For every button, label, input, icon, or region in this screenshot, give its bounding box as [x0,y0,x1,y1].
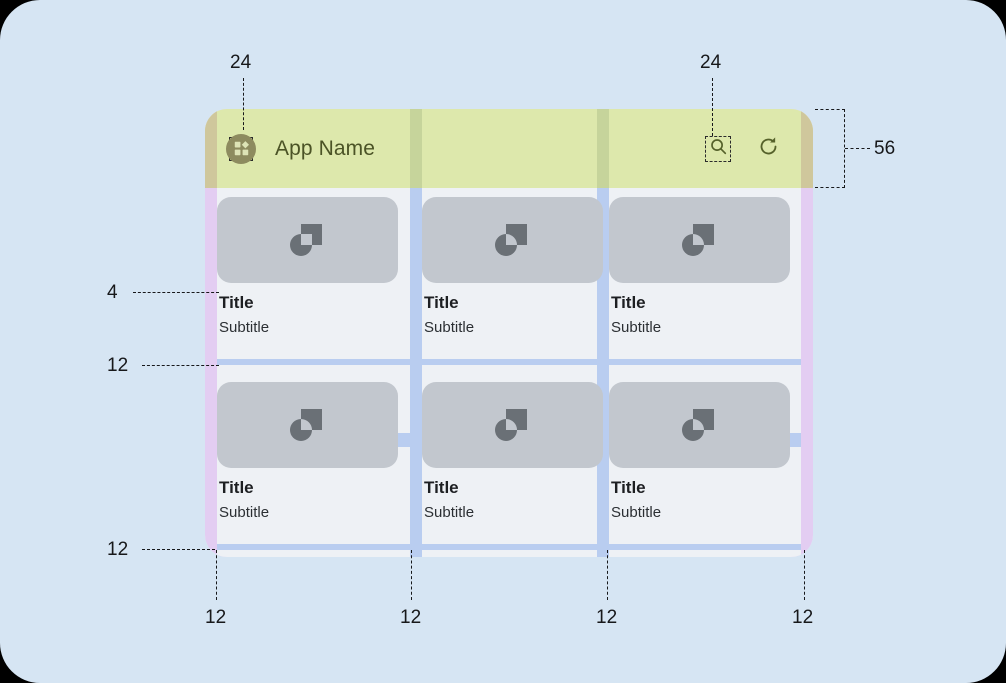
image-placeholder-icon [494,409,527,441]
appbar-left-padding-overlay [205,109,217,188]
annotation-label-search-icon-size: 24 [700,52,722,73]
app-title: App Name [275,136,376,160]
card-thumbnail [217,382,398,468]
annotation-label-column-margin-1: 12 [205,607,227,628]
card-thumbnail [609,197,790,283]
appbar-right-padding-overlay [801,109,813,188]
card-text: Title Subtitle [609,293,790,338]
annotation-leader-column-margin-1 [216,550,217,600]
annotation-leader-column-margin-3 [607,550,608,600]
card-subtitle: Subtitle [611,504,662,521]
annotation-label-column-margin-2: 12 [400,607,422,628]
search-button[interactable] [705,135,731,162]
title-spacing-overlay-row-2 [217,544,801,550]
image-placeholder-icon [289,224,322,256]
card-thumbnail [422,382,603,468]
column-gutter-overlay-1 [410,188,422,557]
card-text: Title Subtitle [609,478,790,523]
annotation-label-row-gap: 12 [107,355,129,376]
card-item[interactable]: Title Subtitle [217,382,398,523]
card-title: Title [424,293,459,312]
appbar-actions [705,135,781,162]
annotation-label-title-spacing: 4 [107,282,118,303]
refresh-icon [758,136,779,162]
card-subtitle: Subtitle [611,319,662,336]
card-subtitle: Subtitle [424,504,475,521]
title-spacing-overlay-row-1 [217,359,801,365]
annotation-bracket-appbar-height [815,109,845,188]
search-icon [709,137,728,161]
card-thumbnail [217,197,398,283]
annotation-label-column-margin-4: 12 [792,607,814,628]
image-placeholder-icon [681,224,714,256]
card-text: Title Subtitle [422,478,603,523]
card-thumbnail [609,382,790,468]
menu-button[interactable] [226,133,256,164]
card-thumbnail [422,197,603,283]
annotation-label-column-margin-3: 12 [596,607,618,628]
app-panel: App Name [205,109,813,557]
column-gutter-overlay-2 [597,188,609,557]
card-item[interactable]: Title Subtitle [422,382,603,523]
card-item[interactable]: Title Subtitle [217,197,398,338]
appbar-gutter-overlay-2 [597,109,609,188]
card-grid: Title Subtitle Title Subtitle [205,188,813,557]
annotation-label-bottom-margin: 12 [107,539,129,560]
appbar-content-row: App Name [205,109,813,188]
annotation-leader-column-margin-2 [411,550,412,600]
annotation-leader-appbar-height [845,148,870,149]
appbar-gutter-overlay-1 [410,109,422,188]
card-subtitle: Subtitle [219,504,270,521]
app-bar: App Name [205,109,813,188]
card-subtitle: Subtitle [424,319,475,336]
annotation-label-appbar-height: 56 [874,138,896,159]
image-placeholder-icon [681,409,714,441]
card-item[interactable]: Title Subtitle [422,197,603,338]
card-title: Title [424,478,459,497]
widgets-icon [226,133,256,164]
card-title: Title [219,478,254,497]
card-title: Title [219,293,254,312]
card-text: Title Subtitle [217,478,398,523]
card-title: Title [611,478,646,497]
image-placeholder-icon [494,224,527,256]
card-item[interactable]: Title Subtitle [609,382,790,523]
card-title: Title [611,293,646,312]
card-item[interactable]: Title Subtitle [609,197,790,338]
card-text: Title Subtitle [217,293,398,338]
annotation-leader-column-margin-4 [804,550,805,600]
card-subtitle: Subtitle [219,319,270,336]
annotation-label-menu-icon-size: 24 [230,52,252,73]
refresh-button[interactable] [755,136,781,162]
image-placeholder-icon [289,409,322,441]
card-text: Title Subtitle [422,293,603,338]
